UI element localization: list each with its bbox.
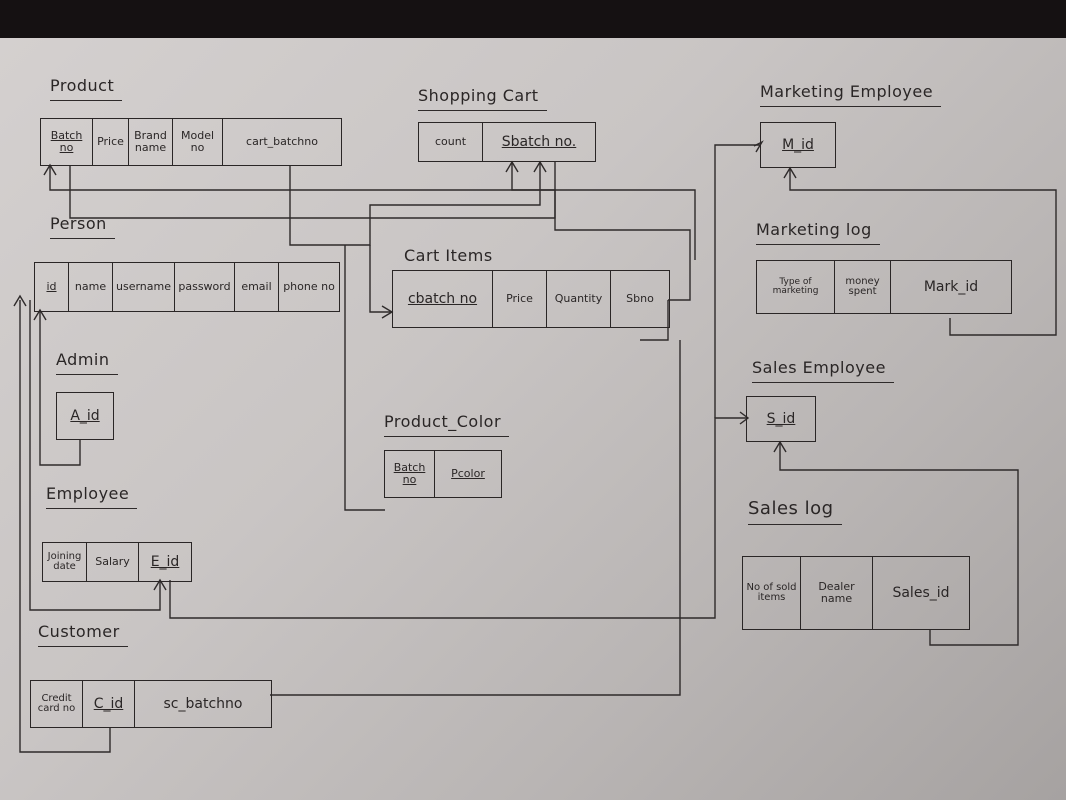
entity-title: Customer bbox=[38, 622, 128, 647]
arrowhead bbox=[753, 140, 764, 153]
line-employee-to-marketing-employee bbox=[714, 144, 760, 418]
attribute-cell: E_id bbox=[150, 553, 180, 570]
entity-title: Admin bbox=[56, 350, 117, 375]
attribute-cell: Salary bbox=[87, 543, 139, 581]
attribute-cell: password bbox=[175, 263, 235, 311]
entity-table: Batch no Price Brand name Model no cart_… bbox=[40, 118, 342, 166]
attribute-cell: Price bbox=[493, 271, 547, 327]
arrowhead bbox=[505, 160, 519, 173]
attribute-cell: money spent bbox=[835, 261, 891, 313]
arrowhead bbox=[13, 294, 27, 307]
attribute-cell: Brand name bbox=[129, 119, 173, 165]
attribute-cell: cart_batchno bbox=[246, 135, 318, 149]
attribute-cell: sc_batchno bbox=[163, 695, 243, 712]
attribute-cell: Sbatch no. bbox=[501, 133, 577, 150]
entity-title: Marketing log bbox=[756, 220, 880, 245]
entity-table: A_id bbox=[56, 392, 114, 440]
entity-table: Batch no Pcolor bbox=[384, 450, 502, 498]
entity-title: Cart Items bbox=[404, 246, 501, 271]
attribute-cell: Type of marketing bbox=[757, 261, 835, 313]
entity-table: Joining date Salary E_id bbox=[42, 542, 192, 582]
attribute-cell: Batch no bbox=[385, 451, 435, 497]
attribute-cell: C_id bbox=[83, 681, 135, 727]
line-product-batch-to-product-color bbox=[49, 166, 556, 219]
attribute-cell: username bbox=[113, 263, 175, 311]
attribute-cell: email bbox=[235, 263, 279, 311]
attribute-cell: M_id bbox=[782, 136, 814, 153]
line-person-id-to-customer bbox=[19, 300, 111, 753]
arrowhead bbox=[533, 160, 547, 173]
line-product-color-link bbox=[344, 245, 385, 511]
attribute-cell: No of sold items bbox=[743, 557, 801, 629]
attribute-cell: Dealer name bbox=[801, 557, 873, 629]
line-person-id-to-employee bbox=[29, 300, 161, 611]
line-sc-batchno-to-cart bbox=[270, 340, 681, 696]
entity-title: Product_Color bbox=[384, 412, 510, 437]
attribute-cell: Sales_id bbox=[892, 584, 950, 601]
arrowhead bbox=[773, 440, 787, 453]
entity-title: Marketing Employee bbox=[760, 82, 942, 107]
entity-table: id name username password email phone no bbox=[34, 262, 340, 312]
attribute-cell: cbatch no bbox=[393, 271, 493, 327]
arrowhead bbox=[739, 411, 750, 425]
attribute-cell: phone no bbox=[283, 280, 335, 294]
arrowhead bbox=[33, 308, 47, 321]
arrowhead bbox=[783, 166, 797, 179]
entity-title: Sales Employee bbox=[752, 358, 894, 383]
attribute-cell: S_id bbox=[766, 410, 796, 427]
entity-table: No of sold items Dealer name Sales_id bbox=[742, 556, 970, 630]
attribute-cell: A_id bbox=[70, 407, 100, 424]
arrowhead bbox=[153, 578, 167, 591]
line-person-id-to-admin bbox=[39, 310, 81, 466]
line-cart-batchno-to-cart-items bbox=[369, 245, 392, 313]
entity-title: Person bbox=[50, 214, 115, 239]
entity-title: Sales log bbox=[748, 498, 842, 525]
attribute-cell: Batch no bbox=[41, 119, 93, 165]
attribute-cell: id bbox=[35, 263, 69, 311]
attribute-cell: name bbox=[69, 263, 113, 311]
attribute-cell: Price bbox=[93, 119, 129, 165]
attribute-cell: Model no bbox=[173, 119, 223, 165]
line-shopping-cart-loop bbox=[511, 162, 696, 260]
attribute-cell: count bbox=[419, 123, 483, 161]
entity-title: Employee bbox=[46, 484, 138, 509]
attribute-cell: Joining date bbox=[43, 543, 87, 581]
line-cart-batchno-to-shopping-cart bbox=[289, 162, 541, 246]
entity-table: S_id bbox=[746, 396, 816, 442]
entity-table: M_id bbox=[760, 122, 836, 168]
attribute-cell: Pcolor bbox=[451, 467, 485, 481]
attribute-cell: Mark_id bbox=[923, 278, 979, 295]
entity-title: Shopping Cart bbox=[418, 86, 547, 111]
entity-title: Product bbox=[50, 76, 123, 101]
entity-table: count Sbatch no. bbox=[418, 122, 596, 162]
line-mark-id-to-m-id bbox=[789, 168, 1057, 336]
entity-table: Type of marketing money spent Mark_id bbox=[756, 260, 1012, 314]
entity-table: cbatch no Price Quantity Sbno bbox=[392, 270, 670, 328]
attribute-cell: Credit card no bbox=[31, 681, 83, 727]
attribute-cell: Quantity bbox=[547, 271, 611, 327]
line-sales-id-to-s-id bbox=[779, 442, 1019, 646]
attribute-cell: Sbno bbox=[626, 292, 654, 306]
entity-table: Credit card no C_id sc_batchno bbox=[30, 680, 272, 728]
line-employee-to-sales-employee bbox=[169, 417, 748, 619]
